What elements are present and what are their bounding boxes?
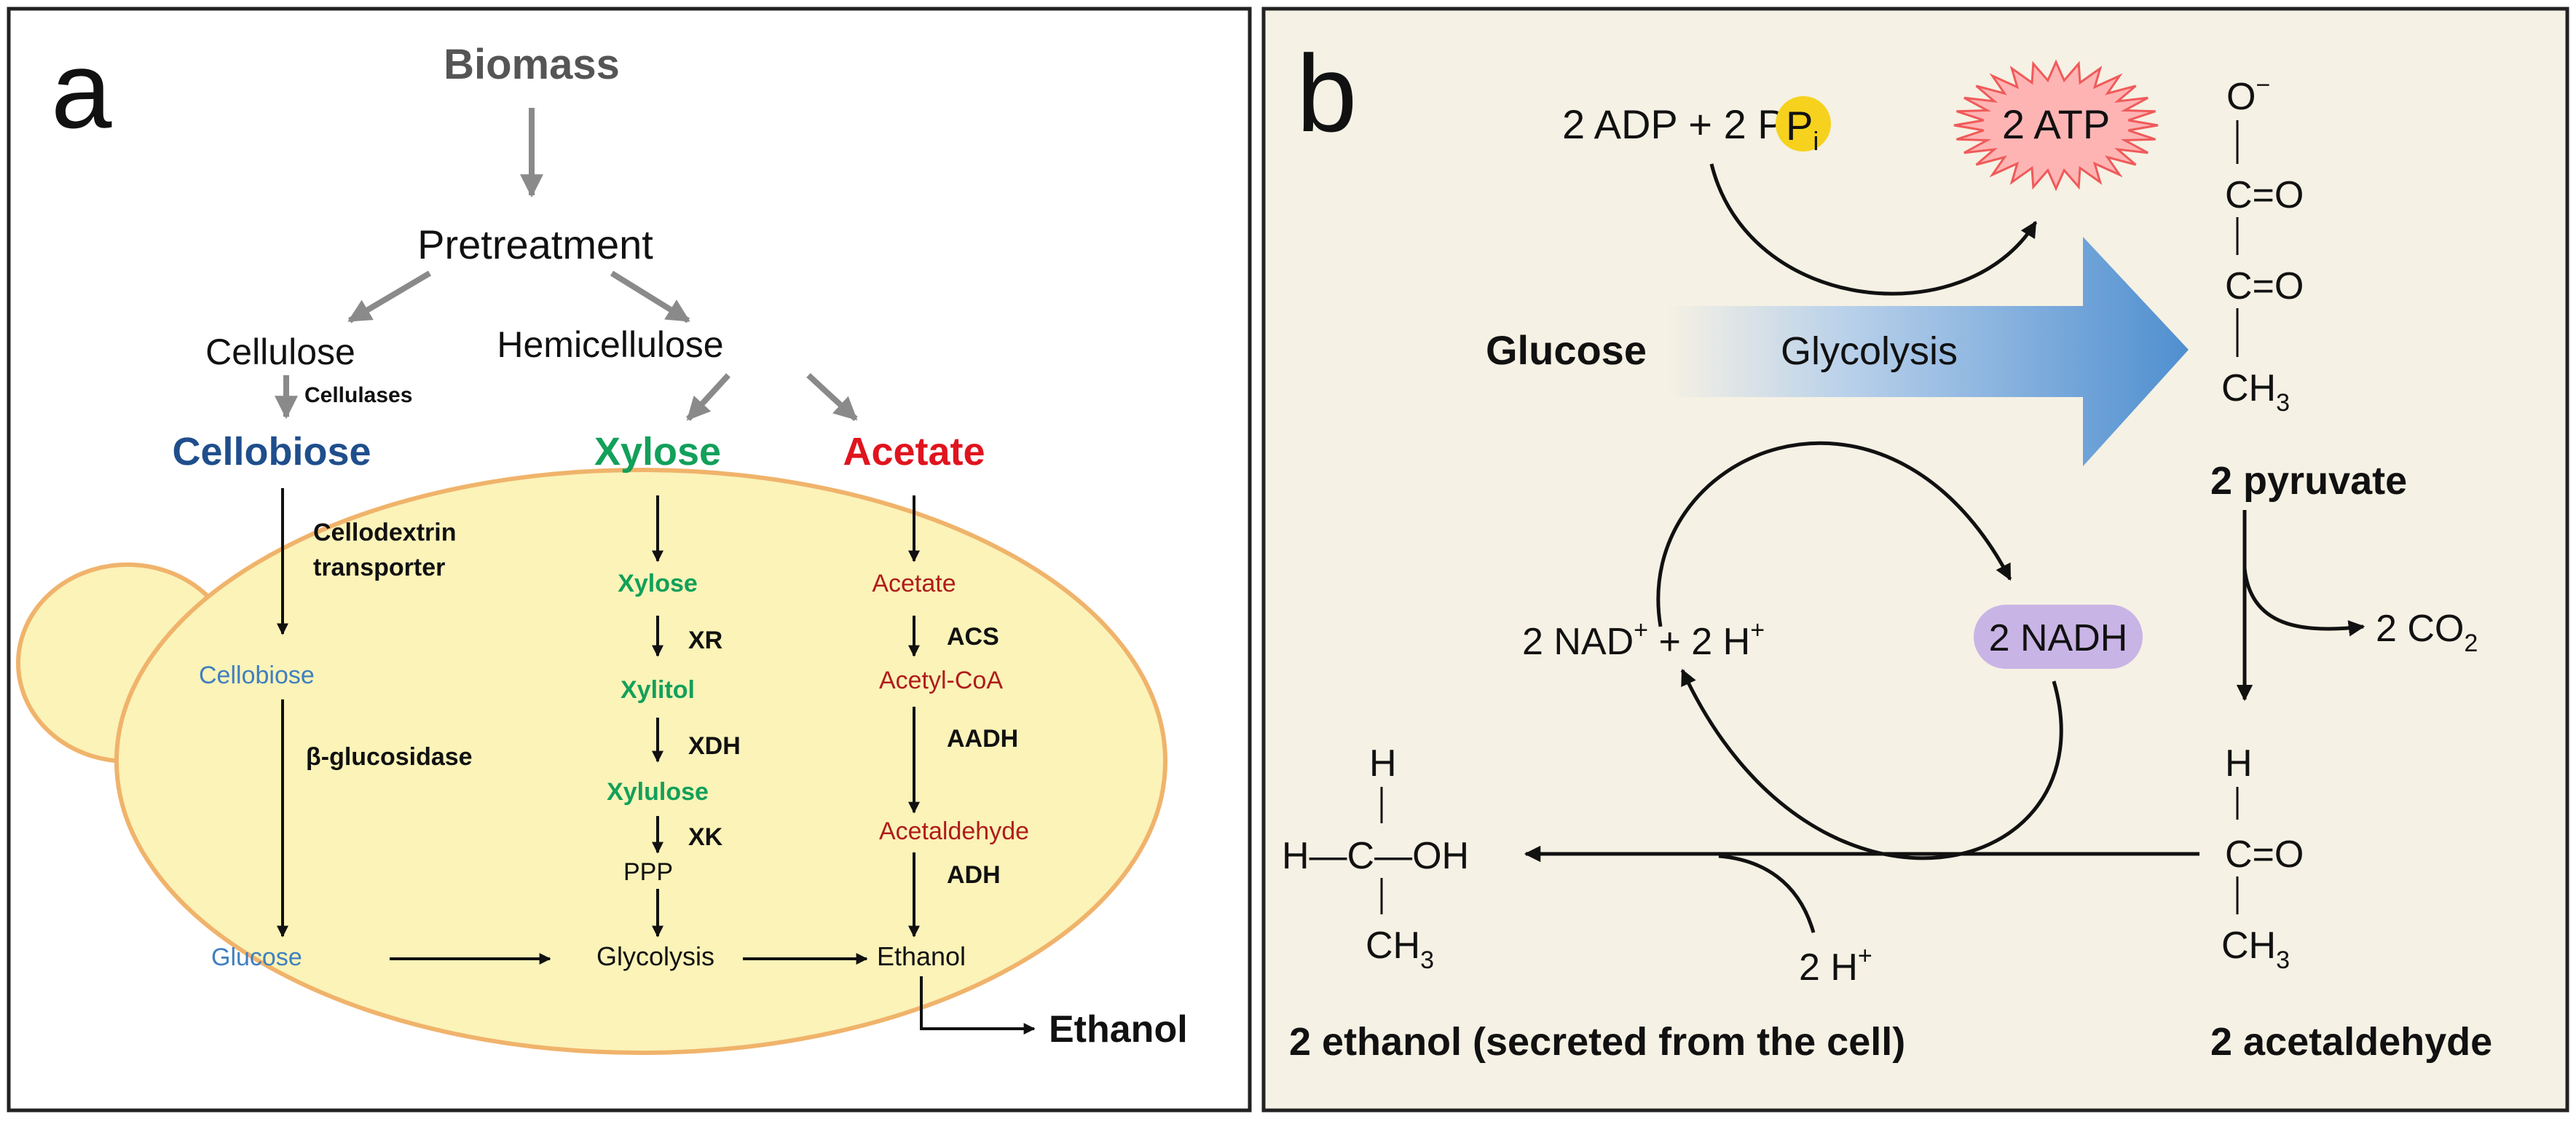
acetaldehyde-ch3: CH3 <box>2221 925 2290 974</box>
arrow-cycle-to-nad <box>1680 668 2063 860</box>
yeast-cell <box>114 468 1167 1055</box>
pyruvate-structure: O− C=O C=O CH3 <box>2221 71 2304 417</box>
label-xylulose: Xylulose <box>607 778 709 806</box>
arrow-hemi-xylose <box>686 373 730 421</box>
label-pyruvate: 2 pyruvate <box>2210 459 2407 503</box>
label-xr: XR <box>688 627 722 654</box>
label-transporter: transporter <box>313 554 445 581</box>
label-ethanol-outside: Ethanol <box>1049 1008 1188 1051</box>
label-ppp: PPP <box>623 858 673 886</box>
label-adh: ADH <box>947 861 1001 889</box>
acetaldehyde-structure: H C=O CH3 <box>2221 742 2304 974</box>
label-glycolysis: Glycolysis <box>596 941 714 971</box>
pyruvate-o: O− <box>2226 71 2270 118</box>
arrow-co2-release <box>2242 568 2366 637</box>
ethanol-h: H <box>1369 742 1397 785</box>
label-cellulose: Cellulose <box>205 332 355 372</box>
arrow-to-cellulose <box>347 270 432 323</box>
label-acetate-inside: Acetate <box>872 570 956 597</box>
label-glycolysis-b: Glycolysis <box>1781 329 1958 373</box>
label-nad: 2 NAD+ + 2 H+ <box>1522 616 1765 663</box>
label-pretreatment: Pretreatment <box>417 221 653 267</box>
panel-a-letter: a <box>51 28 112 151</box>
pyruvate-ch3: CH3 <box>2221 367 2290 417</box>
label-xylose-inside: Xylose <box>618 570 698 597</box>
label-cellobiose-outside: Cellobiose <box>172 430 371 474</box>
pyruvate-co-1: C=O <box>2225 174 2304 216</box>
label-aadh: AADH <box>947 725 1018 753</box>
label-hemicellulose: Hemicellulose <box>497 324 723 365</box>
label-cellodextrin: Cellodextrin <box>313 519 456 546</box>
glycolysis-arrow <box>1668 237 2189 466</box>
acetaldehyde-h: H <box>2225 742 2253 785</box>
label-ethanol-inside: Ethanol <box>877 941 966 971</box>
nadh-pill <box>1974 605 2143 669</box>
label-adp: 2 ADP + 2 P <box>1562 101 1785 147</box>
label-xk: XK <box>688 823 723 851</box>
label-acetyl-coa: Acetyl-CoA <box>879 667 1003 694</box>
pi-subscript: i <box>1813 126 1819 156</box>
panel-b: b 2 ADP + 2 P Pi 2 ATP Glucose Glycolysi… <box>1261 7 2569 1113</box>
arrow-adp-to-atp <box>1709 163 2038 296</box>
label-cellobiose-inside: Cellobiose <box>199 662 315 689</box>
panel-a: a Biomass Pretreatment Cellulose Hemicel… <box>7 7 1252 1113</box>
ethanol-ch3: CH3 <box>1366 925 1434 974</box>
label-glucose: Glucose <box>211 944 302 971</box>
label-acetaldehyde: Acetaldehyde <box>879 817 1029 845</box>
arrow-h-plus-join <box>1718 854 1816 933</box>
atp-burst <box>1953 59 2159 192</box>
arrow-to-hemicellulose <box>610 270 690 323</box>
label-acetate-outside: Acetate <box>843 430 985 474</box>
label-xdh: XDH <box>688 732 741 760</box>
label-acs: ACS <box>947 623 999 651</box>
arrow-hemi-acetate <box>806 373 858 421</box>
label-xylose-outside: Xylose <box>594 430 721 474</box>
panel-b-letter: b <box>1296 32 1357 154</box>
arrow-ethanol-export <box>920 976 1036 1035</box>
label-beta-glucosidase: β-glucosidase <box>306 743 473 771</box>
label-co2: 2 CO2 <box>2376 608 2478 657</box>
label-h-plus: 2 H+ <box>1799 942 1872 989</box>
label-adp-pi: 2 ADP + 2 P <box>1562 101 1785 147</box>
acetaldehyde-co: C=O <box>2225 833 2304 876</box>
label-atp: 2 ATP <box>2002 101 2110 147</box>
label-ethanol-b: 2 ethanol (secreted from the cell) <box>1289 1020 1905 1064</box>
pyruvate-co-2: C=O <box>2225 265 2304 307</box>
ethanol-structure: H H—C—OH CH3 <box>1282 742 1469 974</box>
ethanol-hcoh: H—C—OH <box>1282 835 1469 877</box>
label-cellulases: Cellulases <box>304 383 412 407</box>
label-biomass: Biomass <box>444 41 620 88</box>
label-xylitol: Xylitol <box>621 676 695 704</box>
label-nadh: 2 NADH <box>1989 617 2128 659</box>
label-acetaldehyde-b: 2 acetaldehyde <box>2210 1020 2492 1064</box>
pi-circle <box>1776 96 1831 152</box>
arrow-cycle-to-nadh <box>1656 441 2012 627</box>
label-pi: Pi <box>1786 103 1819 156</box>
label-glucose-b: Glucose <box>1486 327 1647 373</box>
panel-b-border <box>1261 7 2569 1113</box>
